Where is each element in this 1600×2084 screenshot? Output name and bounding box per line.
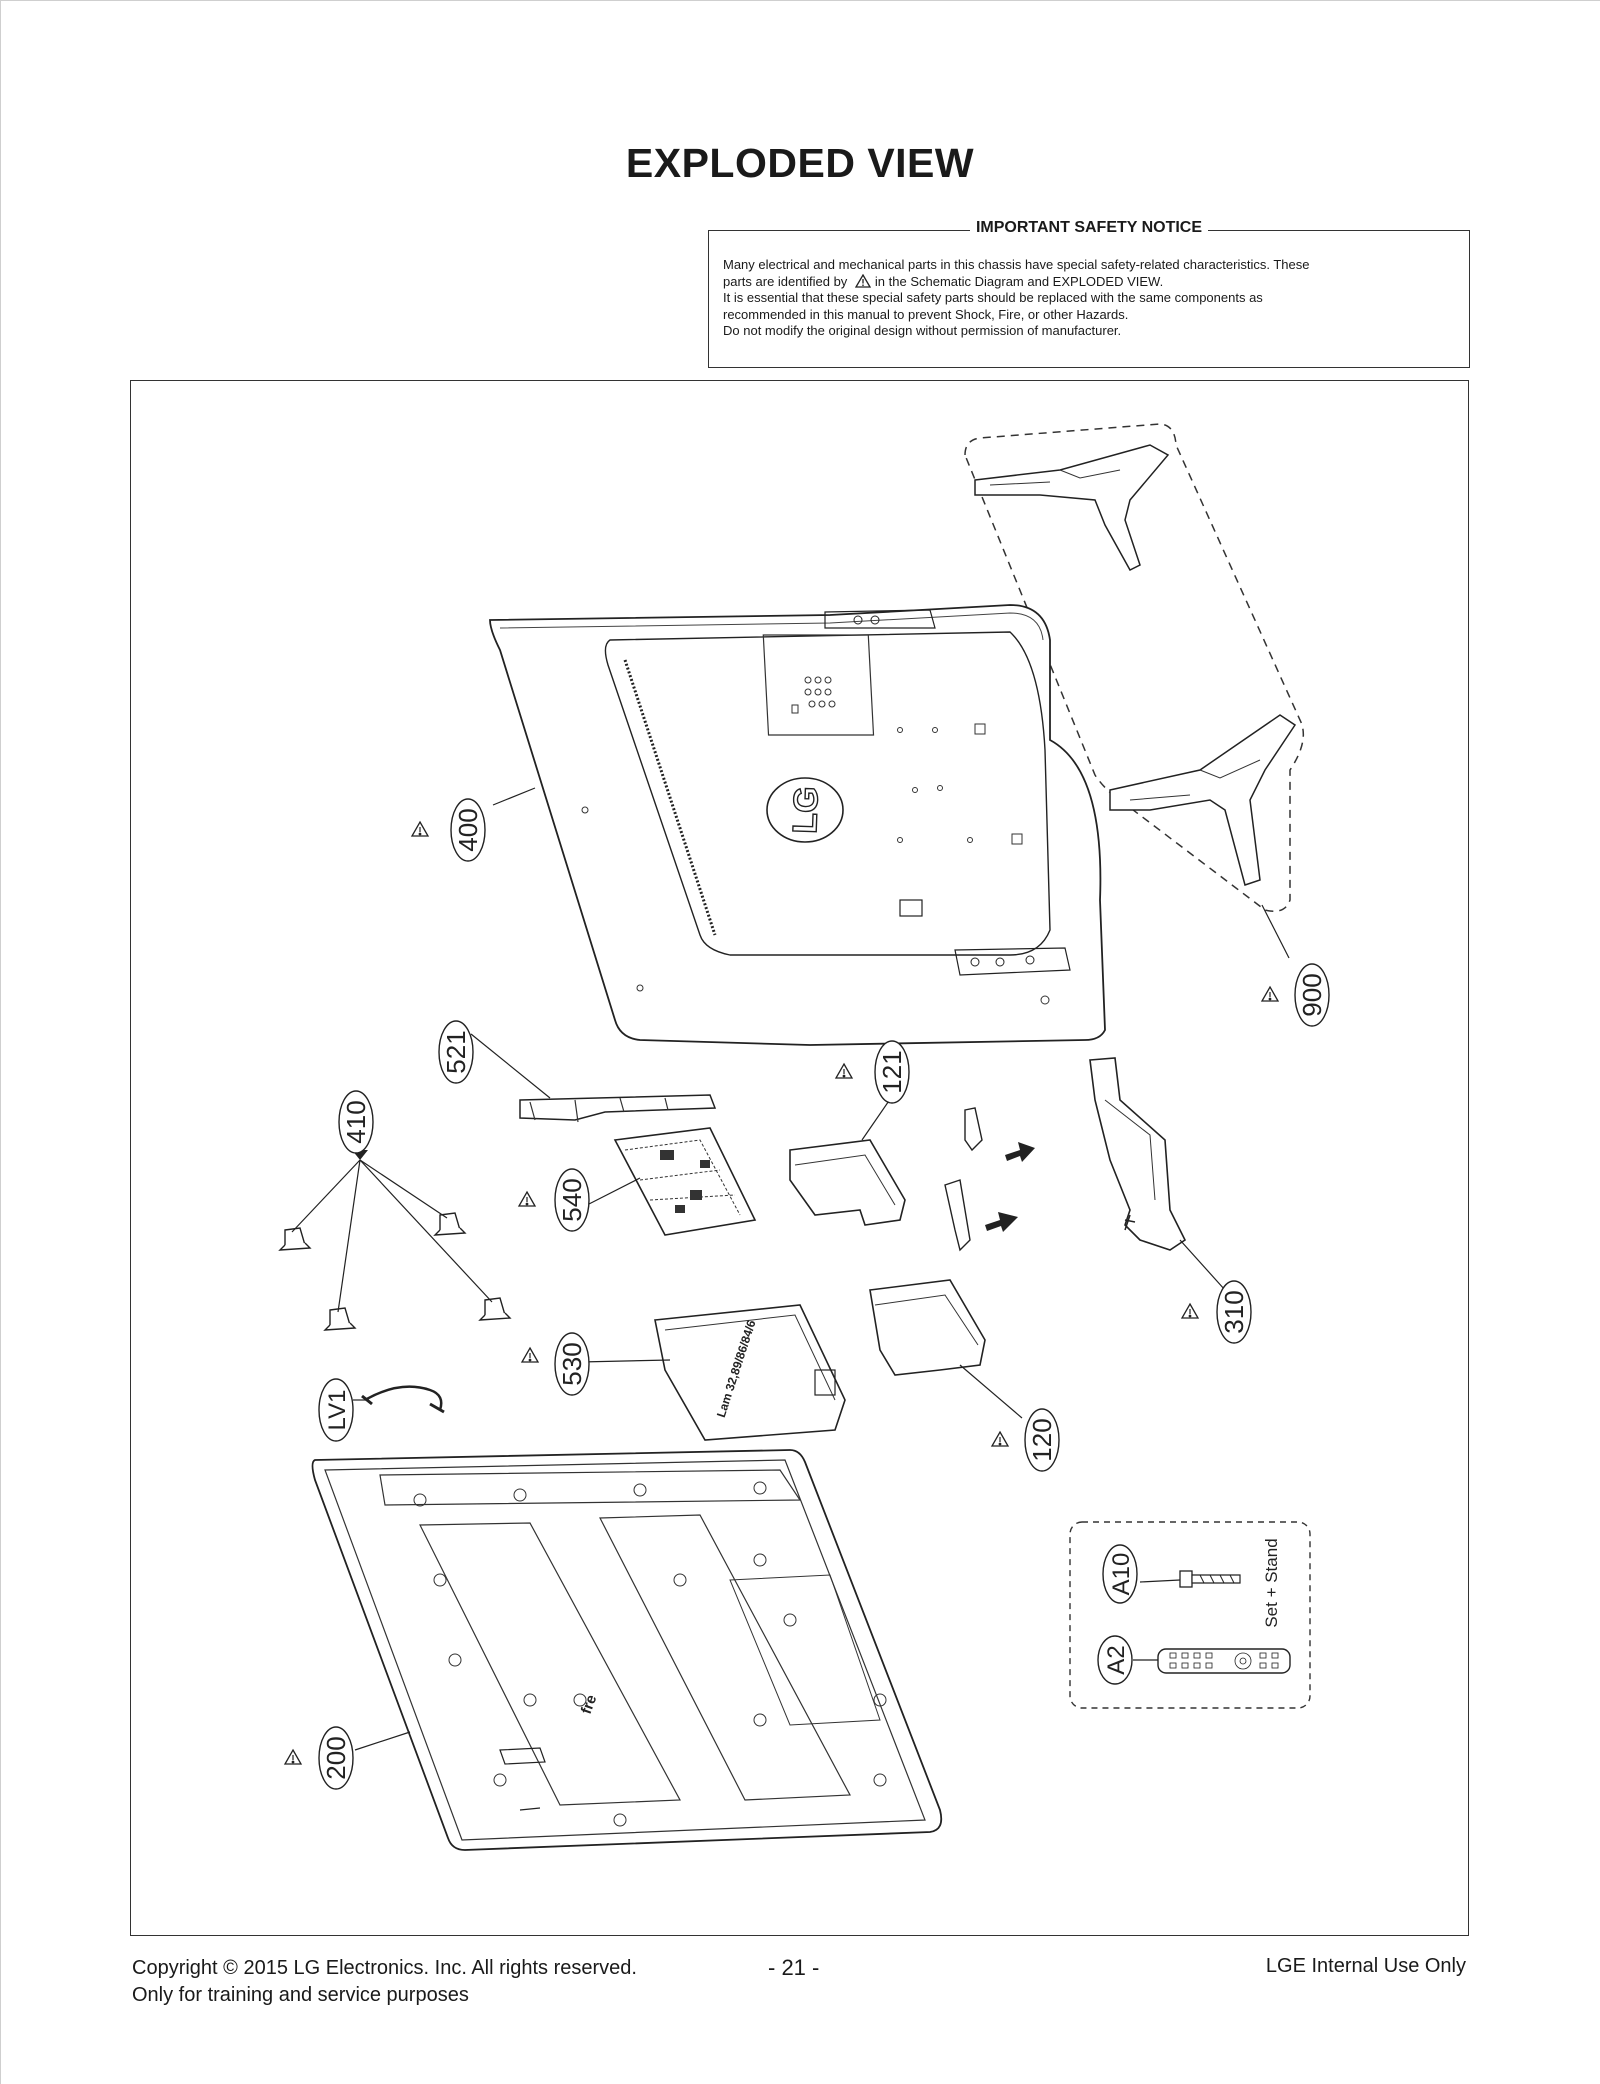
svg-text:900: 900 (1297, 973, 1327, 1016)
svg-text:410: 410 (341, 1100, 371, 1143)
callout-a10: A10 (1102, 1544, 1138, 1604)
callout-900: 900 (1261, 963, 1330, 1027)
set-stand-label: Set + Stand (1262, 1538, 1281, 1627)
cable-lv1 (361, 1385, 445, 1414)
callout-310: 310 (1181, 1280, 1252, 1344)
svg-text:120: 120 (1027, 1418, 1057, 1461)
warning-icon (854, 273, 872, 288)
purpose-text: Only for training and service purposes (132, 1984, 469, 2006)
callout-400: 400 (411, 798, 486, 862)
panel-brand-text: fre (578, 1693, 601, 1717)
footer-left: Copyright © 2015 LG Electronics. Inc. Al… (132, 1955, 637, 2009)
svg-text:400: 400 (453, 808, 483, 851)
safety-notice-heading: IMPORTANT SAFETY NOTICE (969, 219, 1209, 236)
notice-line: Many electrical and mechanical parts in … (723, 257, 1310, 272)
notice-line: It is essential that these special safet… (723, 290, 1263, 305)
page-number: - 21 - (768, 1955, 820, 1980)
callout-200: 200 (284, 1726, 354, 1790)
bracket-310 (1089, 1057, 1187, 1251)
callout-521: 521 (438, 1020, 474, 1084)
svg-text:310: 310 (1219, 1290, 1249, 1333)
callout-a2: A2 (1097, 1635, 1133, 1685)
callout-121: 121 (835, 1040, 910, 1104)
lg-logo-text: LG (786, 786, 826, 835)
svg-text:200: 200 (321, 1736, 351, 1779)
callout-410: 410 (338, 1090, 374, 1154)
svg-text:121: 121 (877, 1050, 907, 1093)
notice-line: parts are identified by in the Schematic… (723, 273, 1164, 289)
notice-line: Do not modify the original design withou… (723, 323, 1122, 338)
svg-text:A10: A10 (1108, 1553, 1135, 1596)
accessory-box: Set + Stand (1069, 1521, 1311, 1709)
page-title: EXPLODED VIEW (625, 140, 975, 186)
power-board-530: Lam 32,89/86/84/6 (654, 1304, 846, 1441)
back-cover: LG (489, 604, 1106, 1046)
cover-120 (869, 1279, 986, 1376)
svg-text:A2: A2 (1103, 1645, 1130, 1674)
page-edge-top (0, 0, 1600, 1)
callout-530: 530 (521, 1332, 590, 1396)
callout-540: 540 (518, 1168, 590, 1232)
screw-a10 (1179, 1570, 1241, 1588)
safety-notice-box: IMPORTANT SAFETY NOTICE Many electrical … (708, 219, 1470, 368)
clips-and-arrows (944, 1107, 1035, 1252)
clips-410 (278, 1212, 512, 1331)
stand-group (964, 423, 1305, 912)
display-panel: fre (311, 1449, 943, 1851)
notice-line: recommended in this manual to prevent Sh… (723, 306, 1129, 322)
svg-text:530: 530 (557, 1342, 587, 1385)
remote-control-a2 (1157, 1648, 1291, 1674)
safety-notice-body: Many electrical and mechanical parts in … (723, 257, 1455, 340)
page-edge-left (0, 0, 1, 2084)
main-board-540 (613, 1127, 757, 1236)
callout-lv1: LV1 (318, 1378, 354, 1442)
exploded-view-frame (130, 380, 1469, 1936)
internal-use-text: LGE Internal Use Only (1265, 1955, 1466, 1977)
leader-lines (291, 787, 1290, 1751)
copyright-text: Copyright © 2015 LG Electronics. Inc. Al… (132, 1957, 637, 1979)
callout-120: 120 (991, 1408, 1060, 1472)
svg-text:540: 540 (557, 1178, 587, 1221)
svg-text:521: 521 (441, 1030, 471, 1073)
svg-text:LV1: LV1 (324, 1390, 351, 1431)
bracket-521 (519, 1094, 717, 1123)
cover-121 (789, 1139, 906, 1226)
